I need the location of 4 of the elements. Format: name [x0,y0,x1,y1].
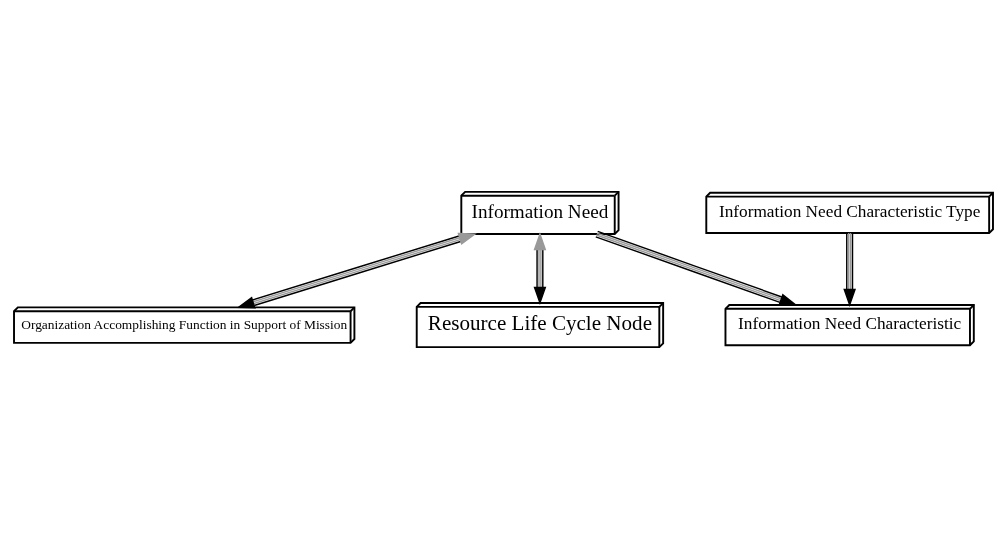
arrow [533,231,547,306]
arrow [236,232,477,309]
arrow [595,230,798,306]
arrow [843,232,856,307]
